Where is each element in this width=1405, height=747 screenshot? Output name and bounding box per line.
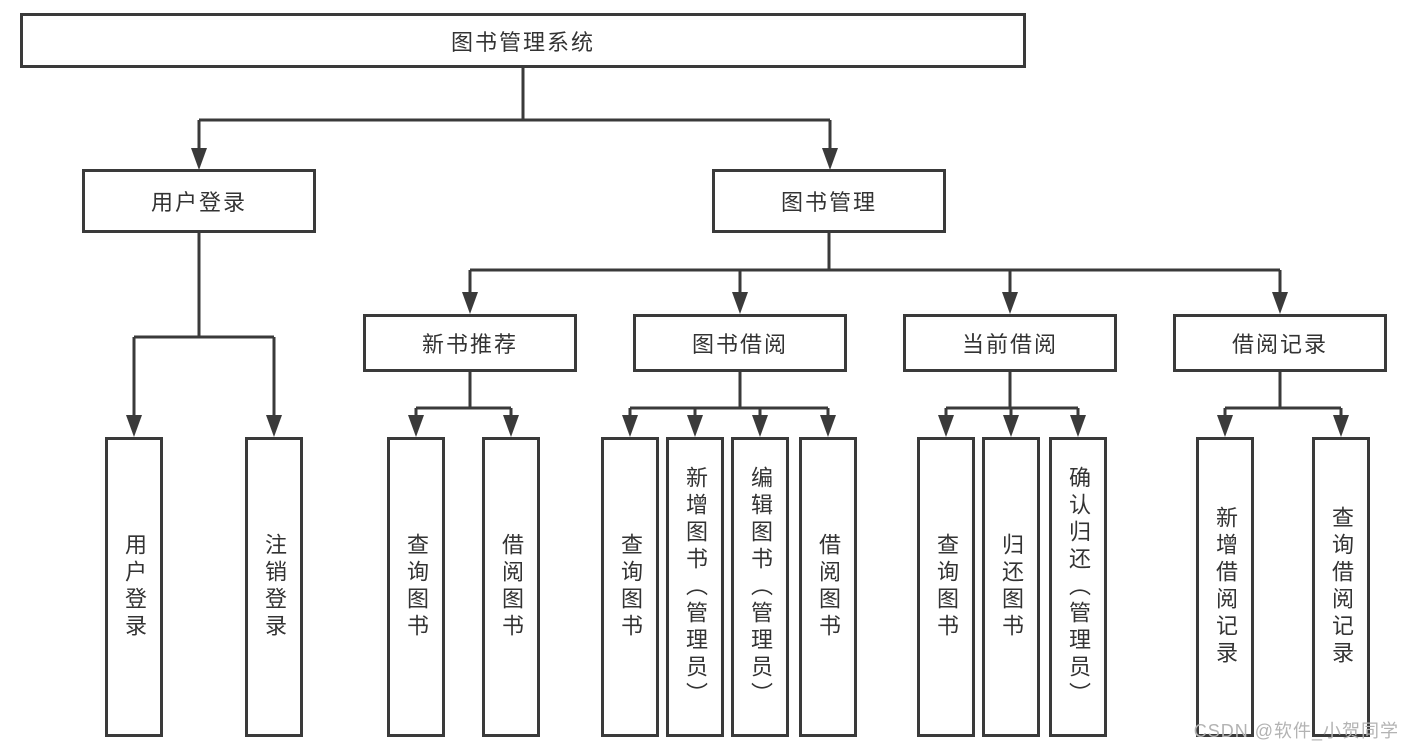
leaf-confirm-return-admin: 确认归还（管理员）: [1049, 437, 1107, 737]
connector-book-management-to-level3: [468, 233, 1282, 293]
connector-current-borrow-to-leaves: [944, 372, 1080, 416]
connector-new-book-recommend-to-leaves: [414, 372, 513, 416]
node-new-book-recommend: 新书推荐: [363, 314, 577, 372]
arrow-icon: [503, 415, 519, 437]
leaf-label: 新增借阅记录: [1213, 506, 1238, 668]
arrow-icon: [126, 415, 142, 437]
leaf-query-books-recommend: 查询图书: [387, 437, 445, 737]
arrow-icon: [938, 415, 954, 437]
leaf-label: 查询图书: [404, 533, 429, 641]
leaf-label: 新增图书（管理员）: [683, 465, 708, 709]
leaf-user-login: 用户登录: [105, 437, 163, 737]
leaf-query-books-current: 查询图书: [917, 437, 975, 737]
leaf-borrow-books-recommend: 借阅图书: [482, 437, 540, 737]
leaf-add-borrow-record: 新增借阅记录: [1196, 437, 1254, 737]
node-library-management-system: 图书管理系统: [20, 13, 1026, 68]
leaf-logout: 注销登录: [245, 437, 303, 737]
leaf-query-borrow-record: 查询借阅记录: [1312, 437, 1370, 737]
leaf-return-book: 归还图书: [982, 437, 1040, 737]
leaf-label: 编辑图书（管理员）: [748, 465, 773, 709]
arrow-icon: [191, 148, 207, 170]
leaf-query-books-borrow: 查询图书: [601, 437, 659, 737]
leaf-label: 借阅图书: [816, 533, 841, 641]
arrow-icon: [266, 415, 282, 437]
leaf-label: 确认归还（管理员）: [1066, 465, 1091, 709]
arrow-icon: [1002, 292, 1018, 314]
leaf-edit-book-admin: 编辑图书（管理员）: [731, 437, 789, 737]
leaf-label: 查询图书: [934, 533, 959, 641]
leaf-label: 借阅图书: [499, 533, 524, 641]
node-borrow-records: 借阅记录: [1173, 314, 1387, 372]
arrow-icon: [408, 415, 424, 437]
arrow-icon: [1217, 415, 1233, 437]
leaf-label: 注销登录: [262, 533, 287, 641]
connector-borrow-records-to-leaves: [1223, 372, 1343, 416]
arrow-icon: [732, 292, 748, 314]
leaf-borrow-books-borrow: 借阅图书: [799, 437, 857, 737]
arrow-icon: [752, 415, 768, 437]
connector-user-login-to-leaves: [132, 233, 276, 416]
leaf-label: 查询图书: [618, 533, 643, 641]
csdn-watermark: CSDN @软件_小贺同学: [1193, 721, 1399, 741]
arrow-icon: [1003, 415, 1019, 437]
connector-root-to-level2: [197, 68, 832, 149]
leaf-add-book-admin: 新增图书（管理员）: [666, 437, 724, 737]
arrow-icon: [1070, 415, 1086, 437]
arrow-icon: [1333, 415, 1349, 437]
arrow-icon: [820, 415, 836, 437]
node-user-login: 用户登录: [82, 169, 316, 233]
leaf-label: 查询借阅记录: [1329, 506, 1354, 668]
arrow-icon: [687, 415, 703, 437]
node-book-management: 图书管理: [712, 169, 946, 233]
arrow-icon: [822, 148, 838, 170]
arrow-icon: [1272, 292, 1288, 314]
arrow-icon: [622, 415, 638, 437]
arrow-icon: [462, 292, 478, 314]
node-current-borrow: 当前借阅: [903, 314, 1117, 372]
node-book-borrow: 图书借阅: [633, 314, 847, 372]
connector-book-borrow-to-leaves: [628, 372, 830, 416]
leaf-label: 归还图书: [999, 533, 1024, 641]
leaf-label: 用户登录: [122, 533, 147, 641]
